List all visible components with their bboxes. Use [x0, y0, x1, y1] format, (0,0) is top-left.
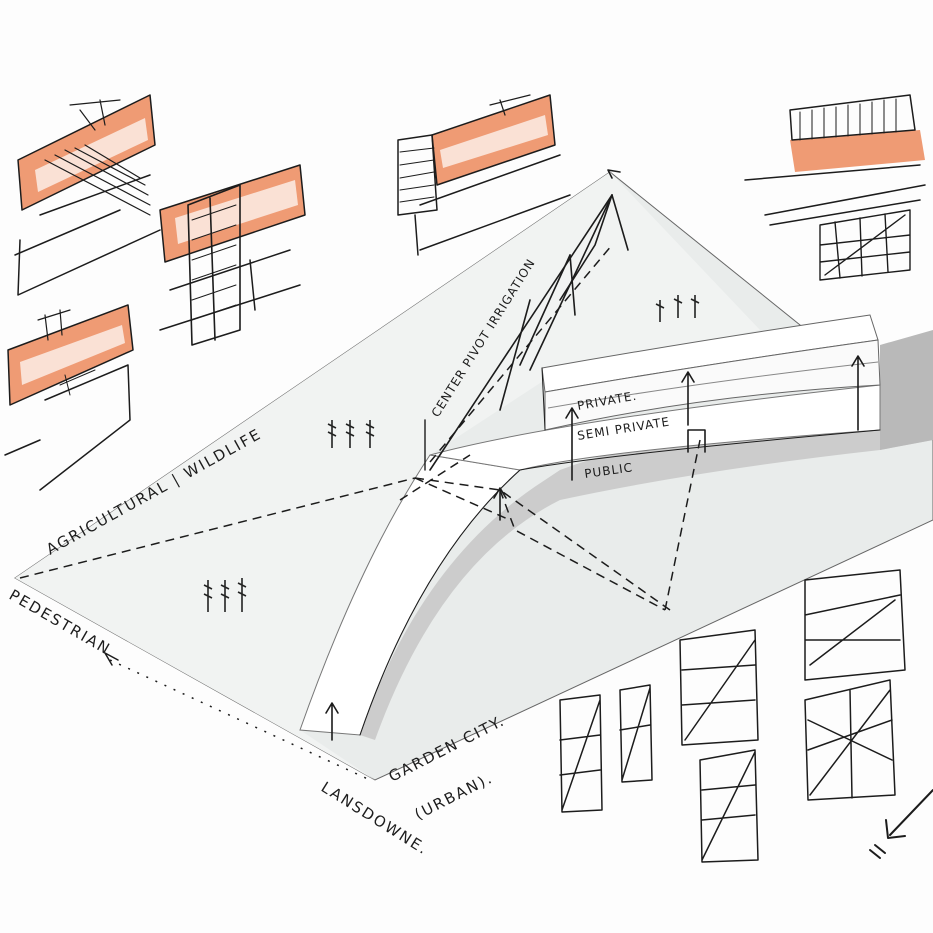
- massing-sketch-5: [4, 304, 134, 491]
- label-public: PUBLIC: [583, 460, 633, 481]
- pedestrian-arrow: [104, 652, 119, 666]
- center-pivot-lines: [424, 169, 629, 471]
- massing-sketch-1: [14, 94, 161, 296]
- massing-sketch-3: [397, 94, 571, 256]
- plan-sketches: [559, 569, 906, 863]
- label-urban: (URBAN).: [412, 769, 496, 824]
- curved-building: [299, 384, 881, 736]
- massing-sketch-2: [159, 164, 306, 346]
- dashed-sightlines: [19, 244, 701, 781]
- up-arrows: [325, 355, 865, 741]
- tree-cluster-icon: [203, 295, 700, 612]
- massing-sketch-4: [744, 94, 926, 281]
- arrow-down-left-icon: [869, 789, 933, 859]
- label-lansdowne: LANSDOWNE.: [318, 778, 432, 859]
- bar-building: [541, 314, 881, 431]
